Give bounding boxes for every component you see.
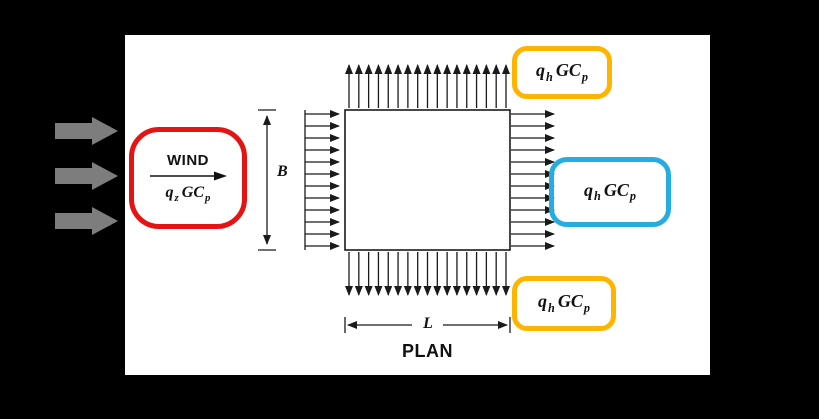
dimension-label-b: B: [277, 163, 288, 180]
formula-base-q: q: [165, 183, 174, 201]
wind-flow-arrow: [55, 162, 118, 190]
formula-base-gc: GC: [603, 179, 629, 200]
formula-base-gc: GC: [181, 183, 205, 201]
wind-label: WIND: [167, 151, 209, 169]
formula-subscript: h: [546, 69, 553, 84]
formula-base-gc: GC: [557, 291, 583, 312]
formula-subscript: p: [581, 69, 588, 84]
wind-flow-arrow: [55, 207, 118, 235]
wind-direction-arrow: [150, 171, 227, 181]
building-outline: [344, 109, 511, 251]
wind-flow-arrows: [55, 117, 118, 235]
formula-base-q: q: [536, 60, 546, 81]
plan-diagram: [258, 64, 555, 333]
formula-subscript: h: [594, 189, 601, 204]
formula-subscript: z: [174, 192, 179, 205]
formula-subscript: p: [205, 192, 211, 205]
formula-base-q: q: [538, 291, 548, 312]
figure-caption: PLAN: [402, 341, 453, 361]
wind-flow-arrow: [55, 117, 118, 145]
dimension-label-l: L: [416, 315, 440, 333]
formula-base-gc: GC: [555, 60, 581, 81]
formula-subscript: h: [548, 300, 555, 315]
formula-base-q: q: [584, 179, 594, 200]
formula-subscript: p: [629, 189, 636, 204]
formula-subscript: p: [583, 300, 590, 315]
